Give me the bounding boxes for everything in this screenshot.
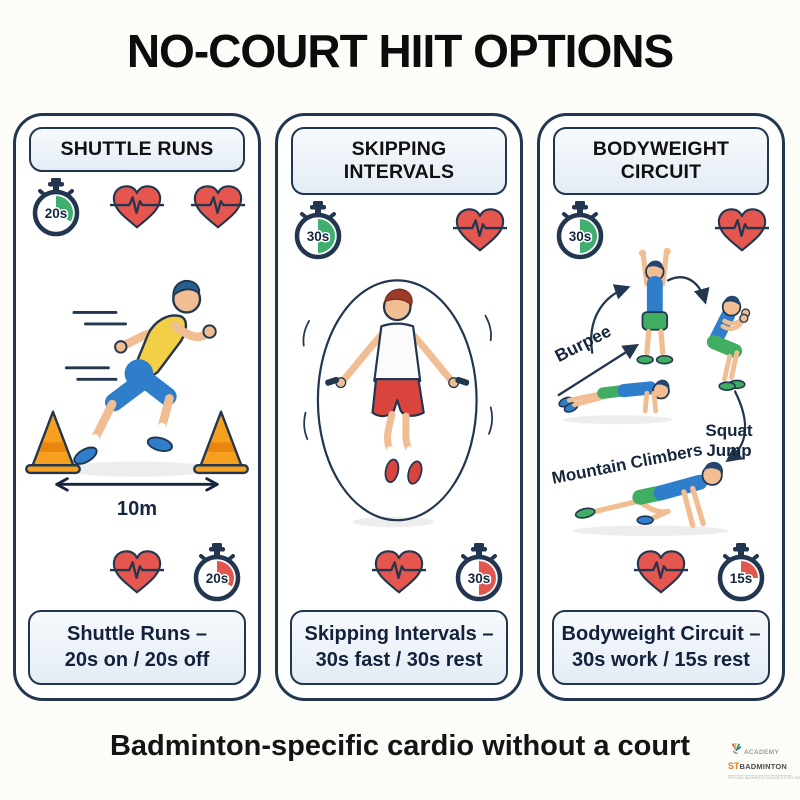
page-title: NO-COURT HIIT OPTIONS [126, 25, 674, 77]
timer-label: 15s [730, 571, 753, 586]
timer-label: 20s [206, 571, 229, 586]
brand-logo: ACADEMY STBADMINTON PROVIDE BADMINTON CL… [728, 742, 800, 780]
heart-ekg-icon [453, 208, 507, 252]
runner-between-cones-drawing: 10m [25, 279, 249, 520]
caption-line2: 30s work / 15s rest [572, 649, 750, 672]
timer-label: 30s [468, 571, 491, 586]
icon-row-top: 20s [16, 176, 258, 238]
burpee-jump-figure [636, 247, 674, 365]
caption-line2: 30s fast / 30s rest [315, 649, 483, 672]
cone-left [25, 410, 81, 475]
footer-caption: Badminton-specific cardio without a cour… [109, 730, 691, 762]
caption-line1: Shuttle Runs – [66, 622, 207, 645]
stopwatch-icon: 20s [193, 542, 241, 602]
distance-arrow [55, 477, 219, 492]
stopwatch-icon: 15s [717, 542, 765, 602]
squat-jump-figure [706, 295, 751, 391]
icon-row-bottom: 30s [278, 540, 520, 604]
logo-brand-prefix: ST [728, 761, 740, 771]
panel-skipping-intervals: SKIPPING INTERVALS 30s [275, 113, 523, 701]
icon-row-top: 30s [540, 199, 782, 261]
label-squat-jump: Squat Jump [705, 421, 753, 460]
logo-academy-text: ACADEMY [744, 749, 779, 757]
stopwatch-icon: 20s [32, 178, 80, 237]
runner-figure [73, 279, 217, 465]
cone-right [193, 410, 249, 475]
caption-line1: Bodyweight Circuit – [561, 622, 761, 645]
stopwatch-icon: 30s [455, 542, 503, 602]
caption-bodyweight-circuit: Bodyweight Circuit – 30s work / 15s rest [552, 609, 770, 685]
caption-line1: Skipping Intervals – [304, 622, 494, 645]
stopwatch-icon: 30s [294, 201, 342, 260]
panel-header-skipping-intervals: SKIPPING INTERVALS [291, 127, 507, 195]
shuttle-run-illustration: 10m [16, 238, 258, 538]
logo-brand-name: BADMINTON [739, 762, 788, 771]
skipper-figure [325, 288, 470, 485]
flow-arrows [557, 276, 747, 463]
timer-label: 30s [569, 229, 592, 244]
rope-skipper-drawing [302, 279, 493, 528]
shuttlecock-icon [731, 742, 742, 754]
caption-line2: 20s on / 20s off [64, 649, 210, 672]
panel-bodyweight-circuit: BODYWEIGHT CIRCUIT 30s [537, 113, 785, 701]
timer-label: 30s [307, 229, 330, 244]
heart-ekg-icon [110, 550, 164, 594]
caption-shuttle-runs: Shuttle Runs – 20s on / 20s off [28, 609, 246, 685]
heart-ekg-icon [372, 550, 426, 594]
icon-row-top: 30s [278, 199, 520, 261]
heart-ekg-icon [634, 550, 688, 594]
pushup-plank-figure [558, 379, 670, 414]
heart-ekg-icon [191, 185, 245, 229]
icon-row-bottom: 20s [16, 540, 258, 604]
heart-ekg-icon [715, 208, 769, 252]
heart-ekg-icon [110, 185, 164, 229]
panel-header-bodyweight-circuit: BODYWEIGHT CIRCUIT [553, 127, 769, 195]
mountain-climber-figure [574, 461, 724, 529]
caption-skipping-intervals: Skipping Intervals – 30s fast / 30s rest [290, 609, 508, 685]
panels-container: SHUTTLE RUNS 20s [13, 113, 785, 701]
panel-shuttle-runs: SHUTTLE RUNS 20s [13, 113, 261, 701]
stopwatch-icon: 30s [556, 201, 604, 260]
panel-header-shuttle-runs: SHUTTLE RUNS [29, 127, 245, 172]
logo-tagline: PROVIDE BADMINTON CLASSES FOR KIDS [728, 774, 800, 780]
skipping-illustration [278, 261, 520, 538]
bodyweight-circuit-illustration: Burpee Squat Jump Mountain Climbers [540, 247, 782, 538]
distance-label: 10m [117, 498, 157, 520]
timer-label: 20s [45, 206, 68, 221]
icon-row-bottom: 15s [540, 540, 782, 604]
circuit-figures-drawing [557, 247, 751, 537]
